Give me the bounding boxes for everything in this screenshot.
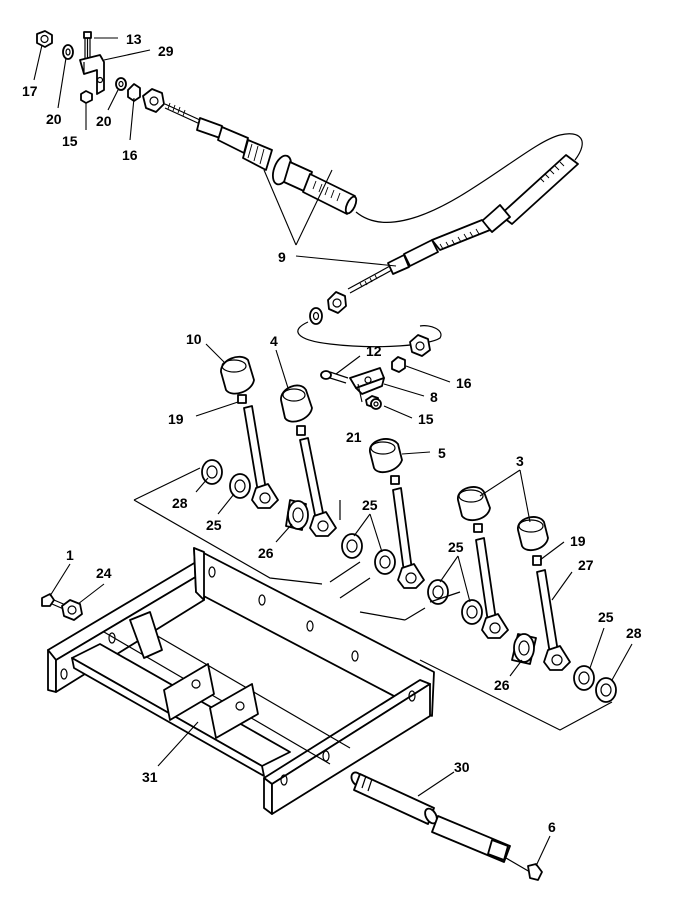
callout-9: 9 [278, 249, 286, 265]
bushing-25-f [573, 665, 595, 691]
bushing-25-c [374, 549, 396, 575]
frame-31 [47, 547, 435, 815]
callout-25-d: 25 [598, 609, 614, 625]
lever-5 [369, 438, 425, 589]
bolt-6 [505, 857, 543, 881]
callout-6: 6 [548, 819, 556, 835]
bracket-29 [79, 54, 105, 95]
washer-20-lower [115, 77, 127, 91]
control-cable-9 [142, 88, 583, 357]
washer-20-upper [62, 44, 74, 60]
callout-10: 10 [186, 331, 202, 347]
callout-5: 5 [438, 445, 446, 461]
callout-13: 13 [126, 31, 142, 47]
leader-lines [33, 37, 633, 867]
callout-20-upper: 20 [46, 111, 62, 127]
bushings [201, 459, 617, 703]
lever-4 [280, 384, 337, 537]
nut-24 [61, 599, 83, 621]
callout-17: 17 [22, 83, 38, 99]
bushing-26-b [511, 633, 537, 665]
callout-4: 4 [270, 333, 278, 349]
bushing-25-a [229, 473, 251, 499]
bushing-25-e [461, 599, 483, 625]
nut-15-upper [80, 90, 93, 104]
nut-17 [36, 30, 53, 48]
callout-19-left: 19 [168, 411, 184, 427]
callout-30: 30 [454, 759, 470, 775]
callout-3: 3 [516, 453, 524, 469]
callout-25-c: 25 [448, 539, 464, 555]
spacer-28-right [595, 677, 617, 703]
bracket-assembly [36, 30, 141, 104]
spacer-28-left [201, 459, 223, 485]
callout-8: 8 [430, 389, 438, 405]
bushing-25-b [341, 533, 363, 559]
callout-16-lower: 16 [456, 375, 472, 391]
callout-24: 24 [96, 565, 112, 581]
callout-26-a: 26 [258, 545, 274, 561]
callout-20-lower: 20 [96, 113, 112, 129]
callout-1: 1 [66, 547, 74, 563]
lever-3-a [457, 486, 509, 639]
bushing-26-a [285, 499, 309, 531]
callout-15-upper: 15 [62, 133, 78, 149]
callout-21: 21 [346, 429, 362, 445]
callout-19-right: 19 [570, 533, 586, 549]
callout-labels: 13 29 17 20 15 20 16 9 10 4 12 16 8 19 2… [22, 31, 642, 835]
callout-15-lower: 15 [418, 411, 434, 427]
callout-29: 29 [158, 43, 174, 59]
lever-10 [220, 355, 279, 509]
nut-16-upper [127, 83, 141, 102]
bolt-1 [41, 593, 69, 611]
shaft-centerline [133, 467, 613, 731]
bushing-25-d [427, 579, 449, 605]
callout-28-left: 28 [172, 495, 188, 511]
callout-31: 31 [142, 769, 158, 785]
callout-26-b: 26 [494, 677, 510, 693]
callout-25-a: 25 [206, 517, 222, 533]
callout-12: 12 [366, 343, 382, 359]
callout-25-b: 25 [362, 497, 378, 513]
screw-13 [83, 31, 92, 58]
shaft-30 [350, 771, 511, 863]
clevis-assembly [320, 356, 406, 410]
callout-16-upper: 16 [122, 147, 138, 163]
pin-12 [320, 370, 349, 384]
callout-28-right: 28 [626, 625, 642, 641]
callout-27: 27 [578, 557, 594, 573]
lever-3-b [517, 516, 571, 671]
